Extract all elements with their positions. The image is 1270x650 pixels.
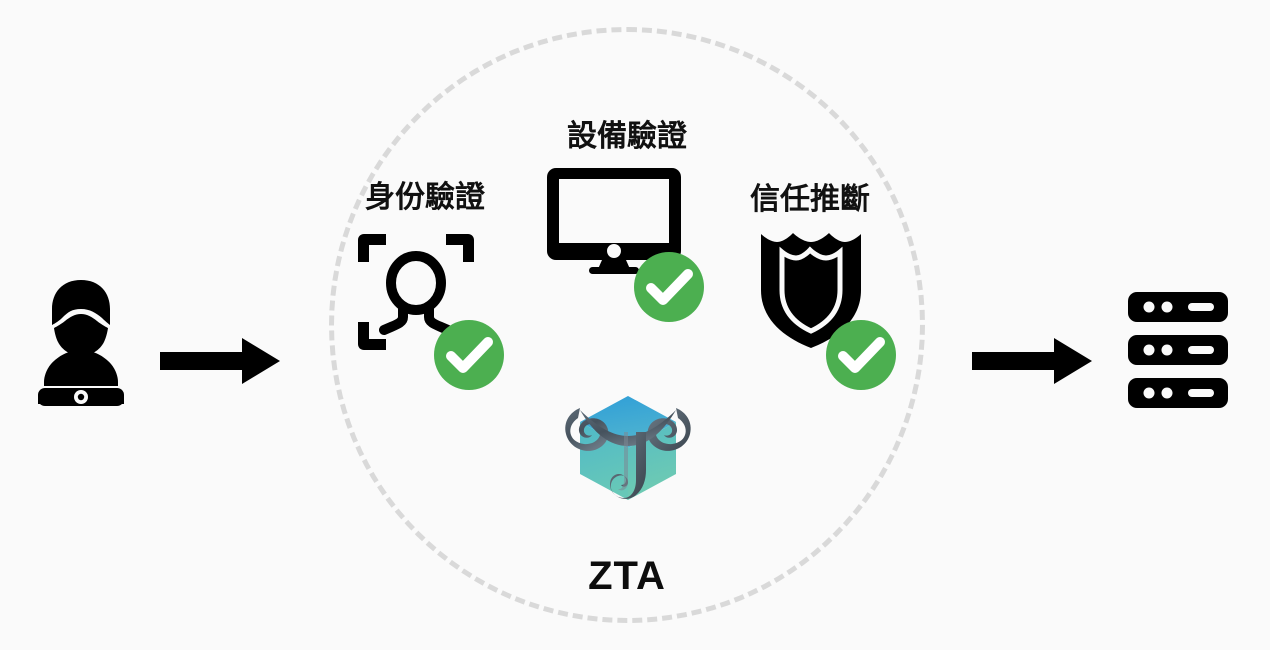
zta-cube-logo <box>558 388 698 510</box>
identity-check-badge <box>434 320 504 390</box>
identity-check-label: 身份驗證 <box>365 181 485 214</box>
shield-icon <box>757 228 865 350</box>
server-rack-icon <box>1128 292 1228 408</box>
hacker-user-laptop-icon <box>38 278 124 406</box>
zero-trust-boundary-circle <box>329 27 925 623</box>
zta-title: ZTA <box>588 554 666 598</box>
desktop-monitor-icon <box>547 168 681 274</box>
trust-check-label: 信任推斷 <box>750 183 870 216</box>
device-check-badge <box>634 252 704 322</box>
arrow-right-icon <box>160 338 280 384</box>
arrow-right-out-icon <box>972 338 1092 384</box>
trust-check-badge <box>826 320 896 390</box>
device-check-label: 設備驗證 <box>567 120 687 153</box>
